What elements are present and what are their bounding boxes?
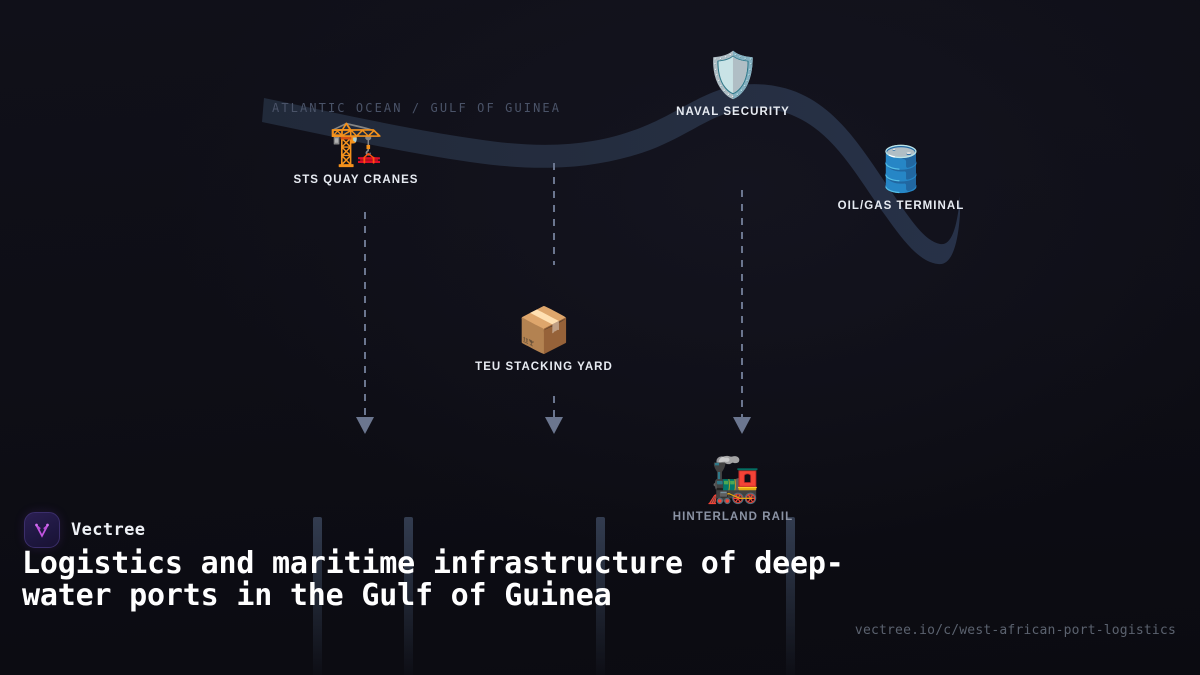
connector-quay-cranes xyxy=(356,212,374,434)
node-hinterland-rail[interactable]: 🚂 HINTERLAND RAIL xyxy=(673,455,794,525)
dropbar xyxy=(786,517,795,675)
node-sts-quay-cranes[interactable]: 🏗️ STS QUAY CRANES xyxy=(293,118,418,188)
brand-name: Vectree xyxy=(71,520,146,540)
node-label: TEU STACKING YARD xyxy=(475,361,613,373)
dropbar xyxy=(313,517,322,675)
connector-stacking-yard-upper xyxy=(553,163,555,265)
arrowhead-icon xyxy=(545,417,563,434)
connector-stacking-yard-lower xyxy=(545,396,563,434)
shield-icon: 🛡️ xyxy=(705,50,761,101)
arrowhead-icon xyxy=(733,417,751,434)
node-label: STS QUAY CRANES xyxy=(293,174,419,186)
connector-hinterland-rail xyxy=(733,190,751,434)
node-label: HINTERLAND RAIL xyxy=(672,511,794,523)
brand-row: Vectree xyxy=(24,512,145,548)
dropbar xyxy=(596,517,605,675)
vectree-tree-logo-icon xyxy=(24,512,60,548)
footer-url: vectree.io/c/west-african-port-logistics xyxy=(854,623,1176,638)
dropbar xyxy=(404,517,413,675)
node-oil-gas-terminal[interactable]: 🛢️ OIL/GAS TERMINAL xyxy=(838,144,965,214)
arrowhead-icon xyxy=(356,417,374,434)
node-label: NAVAL SECURITY xyxy=(676,106,790,118)
node-label: OIL/GAS TERMINAL xyxy=(837,200,965,212)
node-naval-security[interactable]: 🛡️ NAVAL SECURITY xyxy=(676,50,790,120)
construction-crane-icon: 🏗️ xyxy=(328,118,384,169)
oil-drum-icon: 🛢️ xyxy=(873,144,929,195)
node-teu-stacking-yard[interactable]: 📦 TEU STACKING YARD xyxy=(475,305,613,375)
page-title: Logistics and maritime infrastructure of… xyxy=(22,546,844,613)
ocean-caption: ATLANTIC OCEAN / GULF OF GUINEA xyxy=(272,101,562,115)
steam-locomotive-icon: 🚂 xyxy=(705,455,761,506)
package-box-icon: 📦 xyxy=(516,305,572,356)
